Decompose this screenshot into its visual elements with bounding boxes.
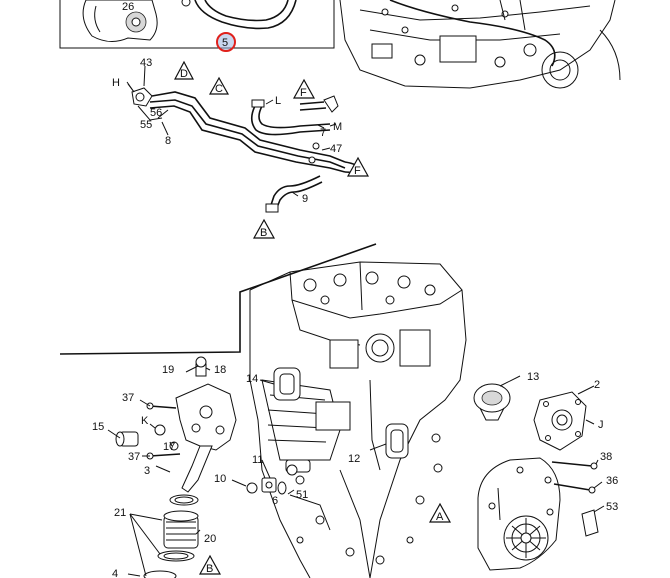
triangle-marker-a: [428, 502, 452, 523]
callout-47: 47: [330, 143, 342, 155]
callout-m: M: [333, 121, 342, 133]
callout-h: H: [112, 77, 120, 89]
inset-box: [59, 0, 335, 49]
callout-k: K: [141, 415, 149, 427]
callout-18: 18: [214, 364, 226, 376]
engine-block: [249, 261, 467, 578]
gasket-14: [273, 367, 301, 401]
marker-c: C: [215, 83, 223, 95]
highlight-circle-5: [216, 32, 236, 52]
thermostat-cover-2: [533, 391, 587, 451]
callout-3: 3: [144, 465, 150, 477]
callout-7: 7: [320, 127, 326, 139]
callout-56: 56: [150, 107, 162, 119]
callout-38: 38: [600, 451, 612, 463]
callout-37-lower: 37: [128, 451, 140, 463]
gasket-12: [385, 423, 409, 459]
water-pump: [477, 457, 561, 571]
callout-55: 55: [140, 119, 152, 131]
filter-head: [175, 356, 237, 493]
fitting-6: [261, 477, 277, 493]
callout-26: 26: [122, 1, 134, 13]
triangle-marker-d: [174, 60, 194, 80]
marker-b-upper: B: [260, 227, 267, 239]
callout-10: 10: [214, 473, 226, 485]
engine-top-fragment: [339, 0, 621, 89]
callout-13: 13: [527, 371, 539, 383]
callout-53: 53: [606, 501, 618, 513]
callout-20: 20: [204, 533, 216, 545]
triangle-marker-b-upper: [252, 218, 276, 239]
fitting-10: [246, 482, 258, 494]
marker-f-lower: F: [354, 165, 361, 177]
callout-21: 21: [114, 507, 126, 519]
elbow-15: [115, 431, 139, 447]
callout-51: 51: [296, 489, 308, 501]
callout-15: 15: [92, 421, 104, 433]
callout-j: J: [598, 419, 604, 431]
callout-2: 2: [594, 379, 600, 391]
callout-14: 14: [246, 373, 258, 385]
triangle-marker-c: [208, 76, 230, 95]
callout-12: 12: [348, 453, 360, 465]
callout-36: 36: [606, 475, 618, 487]
callout-19: 19: [162, 364, 174, 376]
marker-f-upper: F: [300, 87, 307, 99]
marker-b-lower: B: [206, 563, 213, 575]
callout-l: L: [275, 95, 281, 107]
callout-17: 17: [163, 441, 175, 453]
triangle-marker-f-upper: [292, 78, 316, 99]
fitting-11: [285, 459, 311, 476]
callout-37-upper: 37: [122, 392, 134, 404]
callout-9: 9: [302, 193, 308, 205]
marker-a: A: [436, 511, 444, 523]
thermostat-13: [473, 383, 511, 421]
callout-8: 8: [165, 135, 171, 147]
triangle-marker-b-lower: [198, 554, 222, 575]
callout-6: 6: [272, 495, 278, 507]
washer-51: [277, 481, 287, 495]
section-divider: [59, 243, 377, 355]
oil-filter-stack: [143, 494, 199, 578]
callout-11: 11: [252, 454, 263, 466]
triangle-marker-f-lower: [346, 156, 370, 177]
pump-gasket-53: [581, 509, 599, 537]
callout-4: 4: [112, 568, 118, 578]
coolant-pipes: [127, 83, 363, 213]
marker-d: D: [180, 68, 188, 80]
callout-5: 5: [222, 37, 228, 49]
callout-43: 43: [140, 57, 152, 69]
